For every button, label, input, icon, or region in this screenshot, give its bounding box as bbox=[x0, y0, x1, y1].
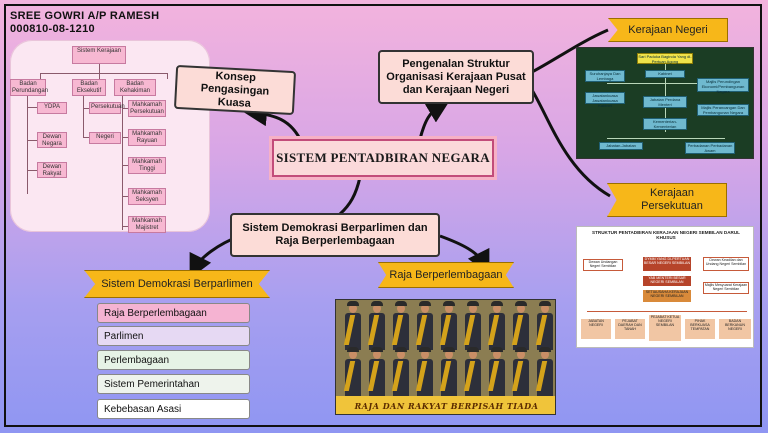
chart-persekutuan-bottom-3: PEJABAT KETUA NEGERI SEMBILAN bbox=[649, 315, 681, 341]
node-pengenalan-struktur: Pengenalan Struktur Organisasi Kerajaan … bbox=[378, 50, 534, 104]
royal-figure bbox=[390, 301, 412, 350]
royal-figure bbox=[462, 301, 484, 350]
chart-negeri-right-1: Majlis Perundingan Ekonomi/Pembangunan N… bbox=[697, 78, 749, 94]
royal-figure bbox=[438, 347, 460, 396]
list-item-4: Sistem Pemerintahan bbox=[97, 374, 250, 394]
tree-negeri: Negeri bbox=[89, 132, 121, 144]
royal-figure bbox=[486, 347, 508, 396]
tree-dewan-negara: Dewan Negara bbox=[37, 132, 67, 148]
royal-figure bbox=[462, 347, 484, 396]
chart-persekutuan-sub: SETIAUSAHA KERAJAAN NEGERI SEMBILAN bbox=[643, 290, 691, 302]
tree-persekutuan: Persekutuan bbox=[89, 102, 125, 114]
chart-persekutuan-mid-right: Majlis Mesyuarat Kerajaan Negeri Sembila… bbox=[703, 282, 749, 294]
chart-persekutuan-bottom-1: JABATAN NEGERI bbox=[581, 319, 611, 339]
tree-mahkamah-majistret: Mahkamah Majistret bbox=[128, 216, 166, 233]
chart-persekutuan-top-left: Dewan Undangan Negeri Sembilan bbox=[583, 259, 623, 271]
list-item-label: Sistem Pemerintahan bbox=[104, 378, 200, 390]
royal-figure bbox=[342, 347, 364, 396]
node-konsep-pengasingan-kuasa: Konsep Pengasingan Kuasa bbox=[173, 64, 297, 116]
author-block: SREE GOWRI A/P RAMESH 000810-08-1210 bbox=[10, 10, 159, 36]
author-name: SREE GOWRI A/P RAMESH bbox=[10, 10, 160, 22]
chart-persekutuan-bottom-2: PEJABAT DAERAH DAN TANAH bbox=[615, 319, 645, 339]
chart-negeri-right-2: Majlis Perancangan Dan Pembangunan Negar… bbox=[697, 104, 749, 116]
chart-persekutuan-connector bbox=[587, 311, 747, 312]
banner-kerajaan-persekutuan: Kerajaan Persekutuan bbox=[607, 183, 727, 217]
royal-portrait-image: RAJA DAN RAKYAT BERPISAH TIADA bbox=[335, 299, 556, 415]
chart-negeri-left-2: Jawatankuasa Jawatankuasa Kabinet bbox=[585, 92, 625, 108]
tree-mahkamah-tinggi: Mahkamah Tinggi bbox=[128, 157, 166, 174]
tree-badan-kehakiman: Badan Kehakiman bbox=[114, 79, 156, 96]
author-id: 000810-08-1210 bbox=[10, 23, 95, 35]
chart-persekutuan-top-center: DYMM YANG DI-PERTUAN BESAR NEGERI SEMBIL… bbox=[643, 257, 691, 271]
tree-mahkamah-rayuan: Mahkamah Rayuan bbox=[128, 129, 166, 146]
tree-mahkamah-persekutuan: Mahkamah Persekutuan bbox=[128, 100, 166, 117]
tree-badan-perundangan: Badan Perundangan bbox=[10, 79, 49, 96]
royal-figure bbox=[414, 347, 436, 396]
list-item-5: Kebebasan Asasi bbox=[97, 399, 250, 419]
tree-ydpa: YDPA bbox=[37, 102, 67, 114]
chart-negeri-kementerian: Kementerian-Kementerian bbox=[643, 118, 687, 130]
chart-negeri-bottom-2: Perbadanan Perbadanan Awam bbox=[685, 142, 735, 154]
tree-root: Sistem Kerajaan bbox=[72, 46, 126, 64]
chart-kerajaan-persekutuan: STRUKTUR PENTADBIRAN KERAJAAN NEGERI SEM… bbox=[576, 226, 754, 348]
chart-negeri-top: Sari Paduka Baginda Yang di-Pertuan Agon… bbox=[637, 53, 693, 64]
royal-figure bbox=[534, 301, 555, 350]
list-item-2: Parlimen bbox=[97, 326, 250, 346]
chart-negeri-kabinet: Kabinet bbox=[645, 70, 685, 78]
node-sistem-demokrasi-raja: Sistem Demokrasi Berparlimen dan Raja Be… bbox=[230, 213, 440, 257]
slide-frame bbox=[4, 4, 762, 427]
royal-figure bbox=[390, 347, 412, 396]
chart-persekutuan-title: STRUKTUR PENTADBIRAN KERAJAAN NEGERI SEM… bbox=[592, 230, 740, 240]
list-item-label: Perlembagaan bbox=[104, 354, 170, 366]
chart-negeri-left-1: Suruhanjaya Dan Lembaga bbox=[585, 70, 625, 82]
list-item-3: Perlembagaan bbox=[97, 350, 250, 370]
chart-kerajaan-negeri: Sari Paduka Baginda Yang di-Pertuan Agon… bbox=[576, 47, 754, 159]
banner-sistem-demokrasi-berparlimen: Sistem Demokrasi Berparlimen bbox=[84, 270, 270, 298]
royal-figure bbox=[366, 301, 388, 350]
royal-caption: RAJA DAN RAKYAT BERPISAH TIADA bbox=[354, 401, 539, 411]
royal-figure bbox=[342, 301, 364, 350]
royal-figure bbox=[486, 301, 508, 350]
chart-persekutuan-bottom-5: BADAN BERKANUN NEGERI bbox=[719, 319, 751, 339]
royal-figure bbox=[438, 301, 460, 350]
tree-badan-eksekutif: Badan Eksekutif bbox=[72, 79, 106, 96]
center-title: SISTEM PENTADBIRAN NEGARA bbox=[272, 139, 494, 177]
chart-negeri-jabatan: Jabatan Perdana Menteri bbox=[643, 96, 687, 108]
royal-figure bbox=[534, 347, 555, 396]
chart-persekutuan-bottom-4: PIHAK BERKUASA TEMPATAN bbox=[685, 319, 715, 339]
royal-figure bbox=[366, 347, 388, 396]
tree-mahkamah-seksyen: Mahkamah Seksyen bbox=[128, 188, 166, 205]
royal-figure bbox=[510, 301, 532, 350]
royal-figure bbox=[414, 301, 436, 350]
list-item-label: Kebebasan Asasi bbox=[104, 403, 182, 415]
chart-persekutuan-mid: YAB MENTERI BESAR NEGERI SEMBILAN bbox=[643, 276, 691, 286]
chart-negeri-bottom-1: Jabatan-Jabatan bbox=[599, 142, 643, 150]
list-item-1: Raja Berperlembagaan bbox=[97, 303, 250, 323]
banner-raja-berperlembagaan: Raja Berperlembagaan bbox=[378, 262, 514, 288]
royal-figure bbox=[510, 347, 532, 396]
banner-kerajaan-negeri: Kerajaan Negeri bbox=[608, 18, 728, 42]
list-item-label: Raja Berperlembagaan bbox=[104, 307, 207, 319]
list-item-label: Parlimen bbox=[104, 330, 144, 342]
chart-persekutuan-top-right: Dewan Keadilan dan Undang Negeri Sembila… bbox=[703, 257, 749, 271]
tree-dewan-rakyat: Dewan Rakyat bbox=[37, 162, 67, 178]
